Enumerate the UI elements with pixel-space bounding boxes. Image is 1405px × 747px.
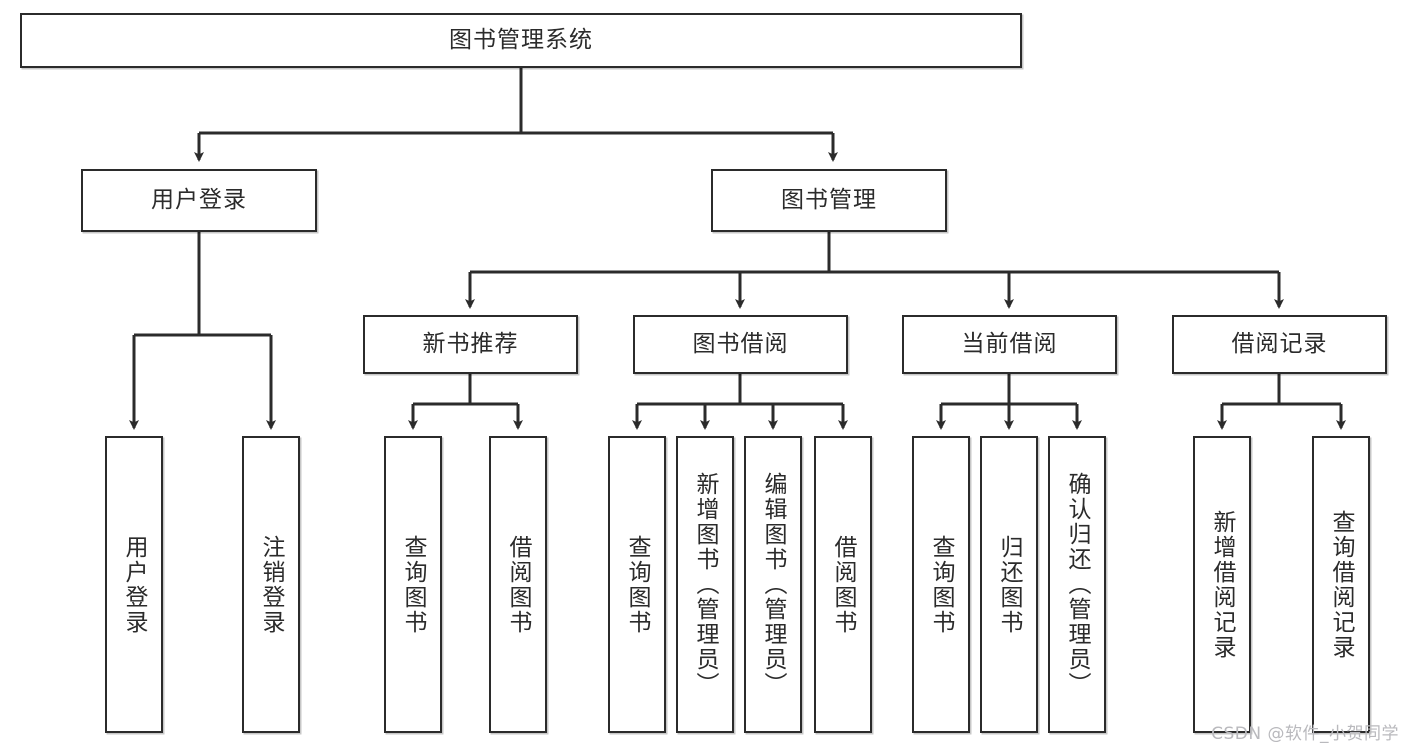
node-label: 图书管理 [781, 186, 877, 213]
node-user-login[interactable]: 用户登录 [81, 169, 317, 232]
node-book-management[interactable]: 图书管理 [711, 169, 947, 232]
node-label: 借阅记录 [1231, 330, 1328, 357]
node-label: 归还图书 [996, 534, 1023, 635]
leaf-current-confirm-return-admin[interactable]: 确认归还（管理员） [1048, 436, 1106, 733]
node-label: 借阅图书 [505, 534, 532, 635]
node-label: 用户登录 [121, 534, 148, 635]
node-label: 图书借阅 [692, 330, 789, 357]
leaf-recommend-borrow-book[interactable]: 借阅图书 [489, 436, 547, 733]
node-label: 注销登录 [258, 534, 285, 635]
node-label: 查询图书 [624, 534, 651, 635]
node-new-book-recommend[interactable]: 新书推荐 [363, 315, 578, 374]
leaf-recommend-query-book[interactable]: 查询图书 [384, 436, 442, 733]
leaf-user-login-login[interactable]: 用户登录 [105, 436, 163, 733]
node-current-borrow[interactable]: 当前借阅 [902, 315, 1117, 374]
node-label: 查询借阅记录 [1328, 509, 1355, 660]
node-label: 新增图书（管理员） [692, 472, 719, 697]
node-label: 确认归还（管理员） [1064, 472, 1091, 697]
node-label: 查询图书 [400, 534, 427, 635]
leaf-borrow-query-book[interactable]: 查询图书 [608, 436, 666, 733]
node-label: 用户登录 [151, 186, 247, 213]
node-label: 图书管理系统 [449, 26, 593, 53]
node-label: 当前借阅 [961, 330, 1058, 357]
node-root-book-management-system[interactable]: 图书管理系统 [20, 13, 1022, 68]
leaf-current-query-book[interactable]: 查询图书 [912, 436, 970, 733]
node-borrow-record[interactable]: 借阅记录 [1172, 315, 1387, 374]
leaf-record-add-record[interactable]: 新增借阅记录 [1193, 436, 1251, 733]
node-label: 编辑图书（管理员） [760, 472, 787, 697]
leaf-borrow-edit-book-admin[interactable]: 编辑图书（管理员） [744, 436, 802, 733]
leaf-borrow-add-book-admin[interactable]: 新增图书（管理员） [676, 436, 734, 733]
leaf-borrow-borrow-book[interactable]: 借阅图书 [814, 436, 872, 733]
node-label: 查询图书 [928, 534, 955, 635]
leaf-record-query-record[interactable]: 查询借阅记录 [1312, 436, 1370, 733]
node-label: 借阅图书 [830, 534, 857, 635]
node-label: 新书推荐 [422, 330, 519, 357]
node-label: 新增借阅记录 [1209, 509, 1236, 660]
leaf-user-login-logout[interactable]: 注销登录 [242, 436, 300, 733]
node-book-borrow[interactable]: 图书借阅 [633, 315, 848, 374]
leaf-current-return-book[interactable]: 归还图书 [980, 436, 1038, 733]
